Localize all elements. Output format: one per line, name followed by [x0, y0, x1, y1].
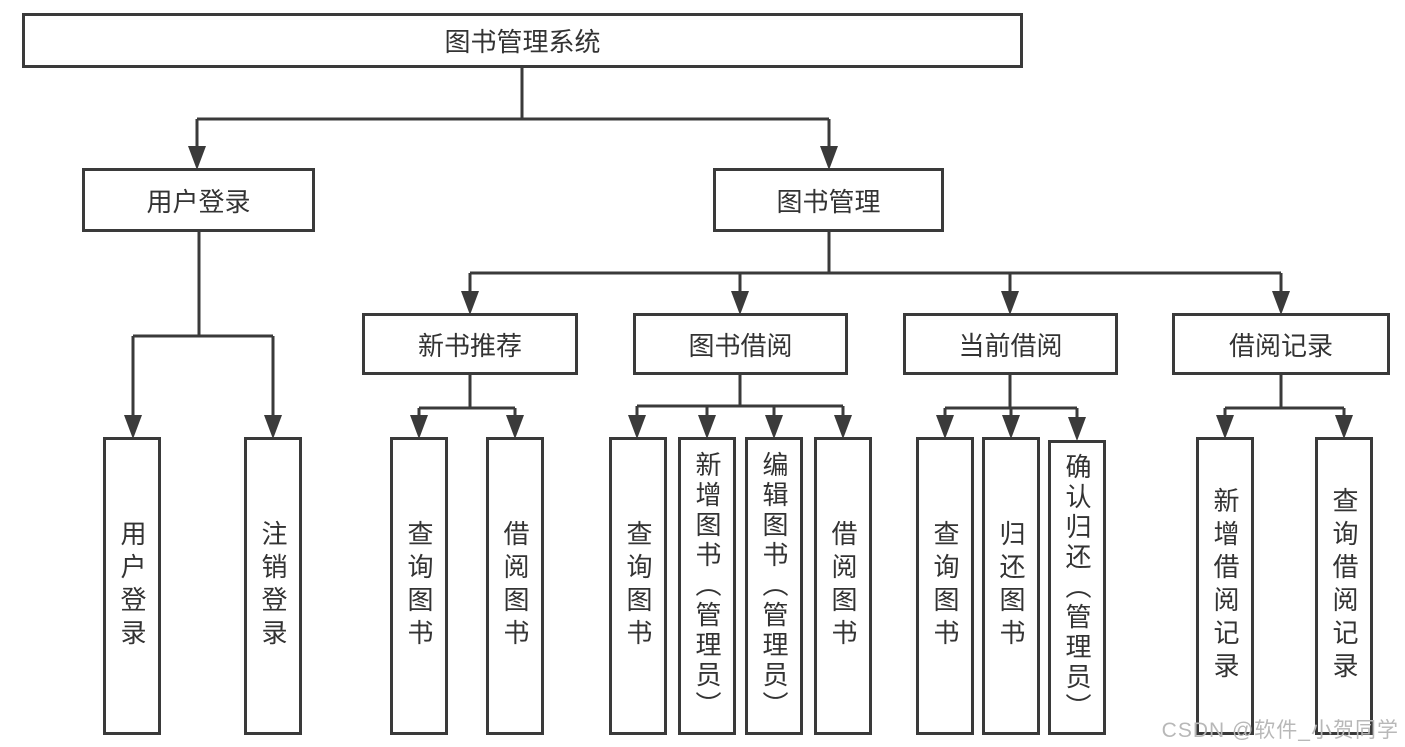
- connector-bookmgmt-to-modules: [461, 232, 1290, 315]
- leaf-current-query-books-label: 查询图书: [930, 520, 960, 652]
- node-user-login: 用户登录: [82, 168, 315, 232]
- connector-bookborrow-to-leaves: [628, 375, 852, 439]
- leaf-borrowing-borrow-books-label: 借阅图书: [828, 520, 858, 652]
- node-root-system-label: 图书管理系统: [444, 27, 601, 57]
- node-new-book-recommend-label: 新书推荐: [417, 330, 522, 361]
- node-current-borrowing-label: 当前借阅: [958, 330, 1063, 361]
- node-borrowing-records-label: 借阅记录: [1228, 330, 1333, 361]
- leaf-add-books-admin: 新增图书（管理员）: [678, 437, 736, 735]
- leaf-borrowing-query-books-label: 查询图书: [623, 520, 653, 652]
- leaf-logout: 注销登录: [244, 437, 302, 735]
- leaf-query-borrow-record: 查询借阅记录: [1315, 437, 1373, 735]
- connector-root-to-level2: [188, 68, 838, 170]
- leaf-newbook-borrow-books-label: 借阅图书: [500, 520, 530, 652]
- node-user-login-label: 用户登录: [146, 186, 251, 217]
- leaf-newbook-borrow-books: 借阅图书: [486, 437, 544, 735]
- leaf-edit-books-admin-label: 编辑图书（管理员）: [759, 451, 789, 721]
- leaf-borrowing-borrow-books: 借阅图书: [814, 437, 872, 735]
- connector-currentborrow-to-leaves: [936, 375, 1086, 441]
- node-book-borrowing: 图书借阅: [633, 313, 848, 375]
- node-book-borrowing-label: 图书借阅: [688, 330, 793, 361]
- leaf-current-query-books: 查询图书: [916, 437, 974, 735]
- leaf-add-borrow-record: 新增借阅记录: [1196, 437, 1254, 735]
- node-root-system: 图书管理系统: [22, 13, 1023, 68]
- leaf-edit-books-admin: 编辑图书（管理员）: [745, 437, 803, 735]
- leaf-newbook-query-books: 查询图书: [390, 437, 448, 735]
- leaf-return-books: 归还图书: [982, 437, 1040, 735]
- leaf-add-borrow-record-label: 新增借阅记录: [1210, 487, 1240, 685]
- leaf-newbook-query-books-label: 查询图书: [404, 520, 434, 652]
- node-new-book-recommend: 新书推荐: [362, 313, 578, 375]
- node-book-management: 图书管理: [713, 168, 944, 232]
- leaf-confirm-return-admin-label: 确认归还（管理员）: [1062, 452, 1092, 723]
- leaf-logout-label: 注销登录: [258, 520, 288, 652]
- leaf-add-books-admin-label: 新增图书（管理员）: [692, 451, 722, 721]
- csdn-watermark: CSDN @软件_小贺同学: [1161, 719, 1399, 742]
- node-current-borrowing: 当前借阅: [903, 313, 1118, 375]
- connector-borrowrecord-to-leaves: [1216, 375, 1353, 439]
- leaf-confirm-return-admin: 确认归还（管理员）: [1048, 440, 1106, 735]
- node-book-management-label: 图书管理: [776, 186, 881, 217]
- node-borrowing-records: 借阅记录: [1172, 313, 1390, 375]
- leaf-query-borrow-record-label: 查询借阅记录: [1329, 487, 1359, 685]
- connector-userlogin-to-leaves: [124, 232, 282, 439]
- leaf-user-login-label: 用户登录: [117, 520, 147, 652]
- leaf-user-login: 用户登录: [103, 437, 161, 735]
- leaf-borrowing-query-books: 查询图书: [609, 437, 667, 735]
- connector-newbook-to-leaves: [410, 375, 524, 439]
- leaf-return-books-label: 归还图书: [996, 520, 1026, 652]
